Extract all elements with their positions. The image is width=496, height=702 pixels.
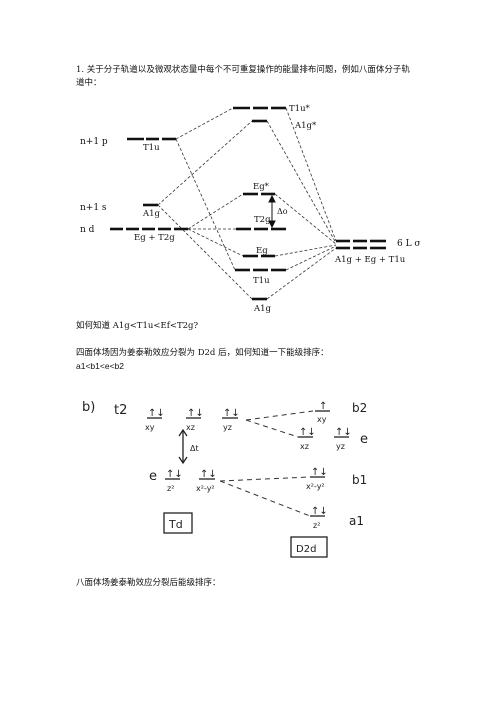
electron-e-x2y2: ↑↓ <box>200 469 217 480</box>
label-center-eg: Eg <box>256 246 268 256</box>
electron-e-yz: ↑↓ <box>335 427 352 438</box>
label-e: e <box>149 469 157 484</box>
label-xz: xz <box>186 423 195 432</box>
electron-a1: ↑↓ <box>311 506 328 517</box>
label-delta-t: Δt <box>190 444 199 453</box>
paragraph-td-d2d: 四面体场因为姜泰勒效应分裂为 D2d 后，如何知道一下能级排序： <box>76 348 329 358</box>
label-e-xz: xz <box>300 442 309 451</box>
label-nd: n d <box>80 225 95 235</box>
label-ligand: 6 L σ <box>397 239 421 249</box>
paragraph-oh-jt: 八面体场姜泰勒效应分裂后能级排序： <box>76 578 221 588</box>
label-a1: a1 <box>349 514 364 528</box>
question-line: 如何知道 A1g<T1u<Ef<T2g? <box>76 321 199 331</box>
electron-t2-yz: ↑↓ <box>223 408 240 419</box>
label-t2g: T2g <box>254 215 271 225</box>
electron-b2: ↑ <box>319 401 327 412</box>
label-b2: b2 <box>352 401 367 415</box>
label-left-a1g: A1g <box>142 209 161 219</box>
label-z2: z² <box>167 484 174 493</box>
label-ligand-sym: A1g + Eg + T1u <box>334 255 406 265</box>
label-center-t1u: T1u <box>253 276 270 286</box>
label-b: b) <box>82 400 95 415</box>
label-a1-z2: z² <box>313 521 320 530</box>
electron-b1: ↑↓ <box>311 467 328 478</box>
label-e-right: e <box>360 432 368 447</box>
label-left-t1u: T1u <box>143 143 160 153</box>
label-xy: xy <box>145 423 155 432</box>
label-x2y2: x²-y² <box>196 484 215 493</box>
mo-diagram: n+1 p T1u n+1 s A1g n d Eg + T2g T1u* A1… <box>80 104 421 314</box>
label-a1g-star: A1g* <box>294 121 317 131</box>
paragraph-line-2: 道中： <box>76 78 102 88</box>
hand-diagram: ↑↓ ↑↓ ↑↓ ↑↓ ↑↓ ↑ ↑↓ ↑↓ ↑↓ ↑↓ b) t2 xy xz… <box>82 400 368 558</box>
electron-t2-xz: ↑↓ <box>187 408 204 419</box>
label-b2-xy: xy <box>317 415 327 424</box>
label-n1p: n+1 p <box>80 137 108 147</box>
label-eg-star: Eg* <box>253 182 270 192</box>
label-yz: yz <box>223 423 232 432</box>
label-t1u-star: T1u* <box>289 104 311 114</box>
label-td: Td <box>168 518 183 531</box>
paragraph-line-1: 1. 关于分子轨道以及微观状态量中每个不可重复操作的能量排布问题，例如八面体分子… <box>76 65 410 75</box>
electron-e-z2: ↑↓ <box>166 469 183 480</box>
label-b1-x2y2: x²-y² <box>306 482 325 491</box>
label-delta-o: Δo <box>277 207 288 216</box>
electron-t2-xy: ↑↓ <box>148 408 165 419</box>
label-n1s: n+1 s <box>80 203 107 213</box>
label-left-egt2g: Eg + T2g <box>134 233 175 243</box>
label-e-yz: yz <box>336 442 345 451</box>
label-b1: b1 <box>352 473 367 487</box>
label-t2: t2 <box>114 403 127 418</box>
label-center-a1g: A1g <box>253 304 272 314</box>
energy-order: a1<b1<e<b2 <box>76 361 124 371</box>
electron-e-xz: ↑↓ <box>299 427 316 438</box>
label-d2d: D2d <box>296 544 316 555</box>
